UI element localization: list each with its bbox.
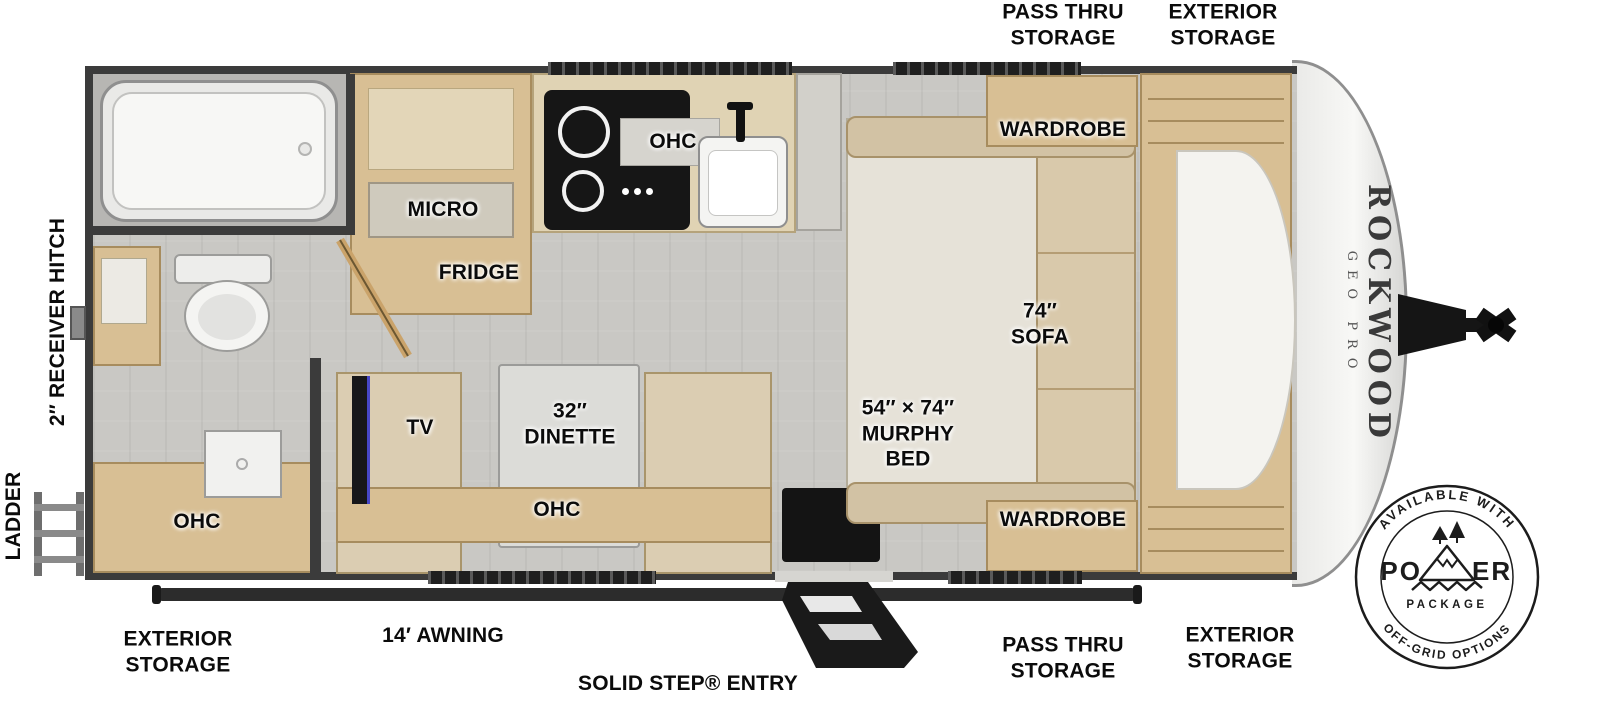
front-shelf-bot2 (1148, 528, 1284, 530)
toilet-bowl-inner (198, 294, 256, 340)
label-ladder: LADDER (2, 471, 26, 561)
dinette-seat-right (644, 372, 772, 574)
wardrobe-top-cabinet (986, 75, 1138, 147)
pine-trees-icon (1432, 521, 1465, 544)
label-ohc-kitchen: OHC (649, 130, 697, 154)
label-exterior-storage-top: EXTERIOR STORAGE (1168, 0, 1278, 49)
tv-unit (352, 376, 367, 504)
cooktop-knob-dot1 (622, 188, 629, 195)
front-shelf-top2 (1148, 120, 1284, 122)
label-dinette: 32″ DINETTE (524, 399, 616, 448)
window-sofa-top (893, 62, 1081, 75)
bath-dinette-wall (310, 358, 321, 574)
kitchen-sink-basin (708, 150, 778, 216)
brand-series: GEO PRO (1344, 250, 1359, 378)
window-dinette-bottom (428, 571, 656, 584)
front-mattress (1176, 150, 1296, 490)
badge-inner-ring (1380, 510, 1514, 644)
badge-power-right: ER (1472, 556, 1512, 586)
label-wardrobe-top: WARDROBE (999, 118, 1127, 142)
window-sofa-bottom (948, 571, 1082, 584)
receiver-hitch-stub (70, 306, 86, 340)
label-tv: TV (406, 416, 434, 440)
vanity-mirror (101, 258, 147, 324)
faucet-handle-icon (727, 102, 753, 110)
zigzag-icon (1411, 580, 1483, 592)
label-pass-thru-storage-bottom: PASS THRU STORAGE (1002, 633, 1124, 682)
label-murphy-bed: 54″ × 74″ MURPHY BED (861, 396, 955, 471)
ladder-icon (34, 492, 84, 576)
label-ohc-dinette: OHC (533, 498, 581, 522)
faucet-icon (736, 106, 745, 142)
cooktop-knob-dot3 (646, 188, 653, 195)
badge-power-left: PO (1380, 556, 1422, 586)
label-exterior-storage-bottom-right: EXTERIOR STORAGE (1185, 623, 1295, 672)
front-shelf-top3 (1148, 142, 1284, 144)
label-solid-step-entry: SOLID STEP® ENTRY (578, 672, 798, 696)
tv-screen-edge (367, 376, 370, 504)
sofa-cushion-line1 (1038, 252, 1134, 254)
microwave-front (368, 182, 514, 238)
counter-end-panel (796, 73, 842, 231)
awning-bracket-right (1133, 585, 1142, 604)
pantry-upper-shelf (368, 88, 514, 170)
brand-block: ROCKWOOD GEO PRO (1344, 144, 1396, 484)
cooktop-knob-dot2 (634, 188, 641, 195)
awning-bracket-left (152, 585, 161, 604)
awning-bar (156, 588, 1138, 601)
label-awning: 14′ AWNING (382, 624, 504, 648)
label-micro: MICRO (407, 198, 479, 222)
label-ohc-bath: OHC (173, 510, 221, 534)
burner-small-icon (562, 170, 604, 212)
front-shelf-bot1 (1148, 506, 1284, 508)
entry-door-opening (775, 571, 893, 582)
window-kitchen-top (548, 62, 792, 75)
bath-sink-drain-icon (236, 458, 248, 470)
burner-large-icon (558, 106, 610, 158)
badge-package-text: PACKAGE (1406, 599, 1487, 611)
brand-name: ROCKWOOD (1361, 184, 1396, 444)
label-sofa: 74″ SOFA (1011, 299, 1069, 348)
label-fridge: FRIDGE (438, 261, 520, 285)
sofa-back-cushions (1036, 116, 1136, 524)
sofa-cushion-line2 (1038, 388, 1134, 390)
label-exterior-storage-bottom-left: EXTERIOR STORAGE (123, 627, 233, 676)
label-receiver-hitch: 2″ RECEIVER HITCH (46, 217, 70, 427)
shower-wall-bottom (93, 226, 355, 235)
front-shelf-bot3 (1148, 550, 1284, 552)
front-shelf-top1 (1148, 98, 1284, 100)
shower-wall-right (346, 74, 355, 235)
overhead-cabinet-dinette (336, 487, 772, 543)
label-pass-thru-storage-top: PASS THRU STORAGE (1002, 0, 1124, 49)
power-package-badge: AVAILABLE WITH OFF-GRID OPTIONS PO ER PA… (1354, 484, 1540, 670)
label-wardrobe-bottom: WARDROBE (999, 508, 1127, 532)
hitch-icon (1398, 294, 1517, 356)
bathtub-inner (112, 92, 326, 210)
mountain-icon (1418, 544, 1476, 582)
tub-drain-icon (298, 142, 312, 156)
